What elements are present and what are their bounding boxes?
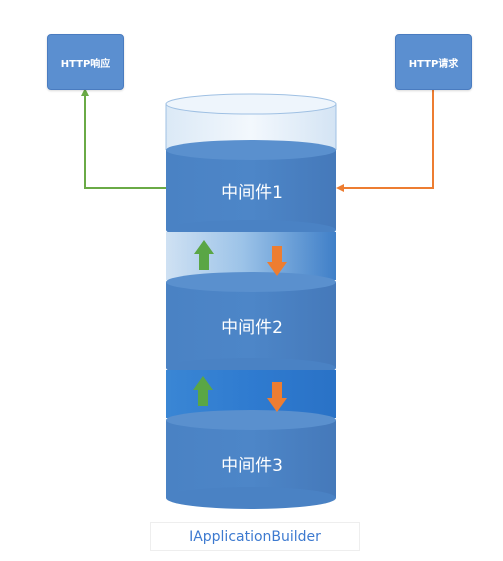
http-request-box: HTTP请求 [395, 34, 472, 90]
down-arrow-1 [267, 246, 287, 276]
middleware-label-3: 中间件3 [221, 456, 283, 476]
application-builder-label: IApplicationBuilder [150, 522, 360, 551]
request-arrowhead [336, 184, 344, 192]
up-arrow-1 [194, 240, 214, 270]
middleware-label-1: 中间件1 [221, 183, 283, 203]
request-connector [342, 88, 434, 189]
middleware-layer-3 [166, 410, 336, 509]
response-arrowhead [81, 88, 89, 96]
up-arrow-2 [193, 376, 213, 406]
middleware-label-2: 中间件2 [221, 318, 283, 338]
down-arrow-2 [267, 382, 287, 412]
http-response-box: HTTP响应 [47, 34, 124, 90]
response-connector [84, 94, 166, 189]
